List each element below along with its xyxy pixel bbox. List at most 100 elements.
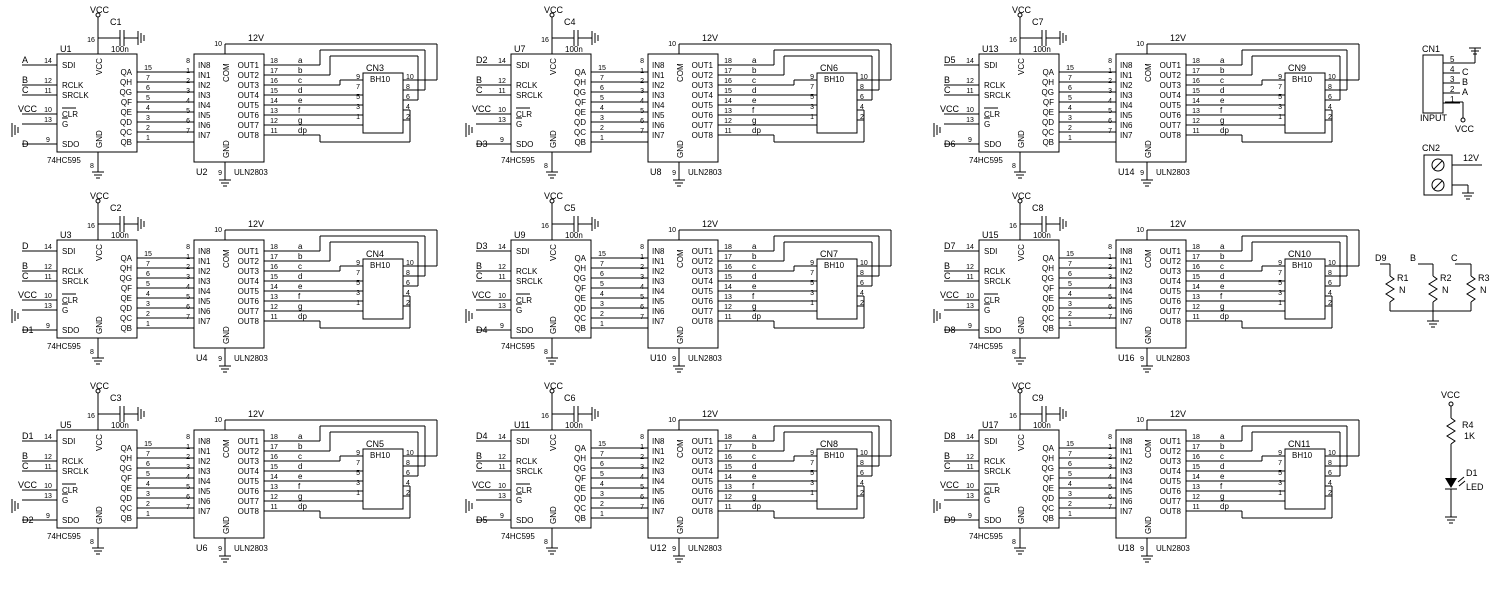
com-pin-label: COM <box>222 249 231 268</box>
ground-icon <box>219 555 231 563</box>
pin-number: 13 <box>724 484 732 491</box>
pin-label: SRCLK <box>516 277 543 286</box>
pin-number: 12 <box>498 454 506 461</box>
gnd-pin-label: GND <box>676 140 685 158</box>
ground-icon <box>1014 171 1026 179</box>
resistor-value: N <box>1399 285 1406 295</box>
pin-label: OUT1 <box>1160 247 1182 256</box>
pin-number: 17 <box>1192 444 1200 451</box>
pin-number: 4 <box>860 104 864 111</box>
gnd-pin-label: GND <box>1017 506 1026 524</box>
pin-number: 14 <box>1192 98 1200 105</box>
pin-label: IN2 <box>652 267 665 276</box>
ground-icon <box>137 31 145 45</box>
pin-number: 6 <box>600 85 604 92</box>
pin-label: IN6 <box>198 307 211 316</box>
com-pin-label: COM <box>1144 439 1153 458</box>
pin-number: 8 <box>1012 349 1016 356</box>
pin-number: 6 <box>1108 304 1112 311</box>
pin-number: 1 <box>146 135 150 142</box>
pin-number: 13 <box>966 117 974 124</box>
segment-label: b <box>298 252 303 261</box>
pin-number: 8 <box>860 270 864 277</box>
pin-number: 3 <box>186 464 190 471</box>
ground-icon <box>11 309 19 323</box>
segment-label: b <box>752 66 757 75</box>
pin-number: 8 <box>544 539 548 546</box>
segment-label: a <box>1220 432 1225 441</box>
data-out-net: D6 <box>944 139 956 149</box>
ground-icon <box>465 309 473 323</box>
shift-register-part: 74HC595 <box>47 342 81 351</box>
driver-part: ULN2803 <box>234 544 268 553</box>
pin-label: QA <box>120 444 132 453</box>
pin-label: IN6 <box>198 497 211 506</box>
pin-label: QF <box>575 284 586 293</box>
pin-number: 15 <box>270 464 278 471</box>
pin-number: 7 <box>146 75 150 82</box>
pin-label: G <box>62 496 68 505</box>
clock-net: C <box>944 85 951 95</box>
driver-part: ULN2803 <box>688 354 722 363</box>
capacitor-value: 100n <box>1033 421 1051 430</box>
pin-number: 17 <box>1192 254 1200 261</box>
pin-label: CLR <box>62 110 78 119</box>
pin-label: QB <box>574 514 586 523</box>
segment-label: b <box>1220 252 1225 261</box>
pin-label: IN5 <box>198 111 211 120</box>
pin-label: SDI <box>516 437 529 446</box>
ground-icon <box>219 179 231 187</box>
segment-label: dp <box>298 126 307 135</box>
pin-label: OUT8 <box>1160 131 1182 140</box>
driver-part: ULN2803 <box>234 168 268 177</box>
pin-label: QH <box>1042 454 1054 463</box>
pin-number: 15 <box>1192 274 1200 281</box>
ground-icon <box>465 123 473 137</box>
vcc-label: VCC <box>544 191 564 201</box>
clock-net: C <box>22 461 29 471</box>
ground-icon <box>591 217 599 231</box>
pin-number: 1 <box>600 321 604 328</box>
pin-label: IN5 <box>198 487 211 496</box>
pin-number: 2 <box>1328 114 1332 121</box>
pin-number: 12 <box>44 264 52 271</box>
connector-ref: CN3 <box>366 63 384 73</box>
pin-label: IN3 <box>652 91 665 100</box>
pin-number: 6 <box>186 118 190 125</box>
vcc-pin-label: VCC <box>95 434 104 451</box>
capacitor-value: 100n <box>565 421 583 430</box>
pin-number: 11 <box>44 88 51 95</box>
pin-number: 10 <box>966 483 974 490</box>
pin-label: QB <box>120 138 132 147</box>
pin-label: IN4 <box>198 477 211 486</box>
pin-number: 4 <box>1068 481 1072 488</box>
ground-icon <box>92 171 104 179</box>
pin-number: 2 <box>406 300 410 307</box>
capacitor-value: 100n <box>565 231 583 240</box>
pin-number: 14 <box>724 98 732 105</box>
pin-label: OUT4 <box>692 277 714 286</box>
pin-number: 7 <box>186 314 190 321</box>
pin-number: 10 <box>1328 450 1336 457</box>
pin-number: 16 <box>541 37 549 44</box>
pin-number: 4 <box>186 474 190 481</box>
pin-number: 9 <box>810 74 814 81</box>
pin-number: 5 <box>186 294 190 301</box>
pin-label: IN2 <box>198 81 211 90</box>
pin-number: 2 <box>186 264 190 271</box>
ground-icon <box>11 499 19 513</box>
led-vcc: VCC <box>1441 390 1461 400</box>
pin-number: 5 <box>1278 94 1282 101</box>
pin-number: 5 <box>600 95 604 102</box>
pin-number: 1 <box>1108 444 1112 451</box>
segment-label: d <box>752 462 756 471</box>
pin-number: 2 <box>1108 78 1112 85</box>
pin-label: QG <box>120 88 132 97</box>
pin-label: OUT8 <box>238 131 260 140</box>
pin-number: 9 <box>1140 546 1144 553</box>
pin-number: 7 <box>146 261 150 268</box>
ground-icon <box>546 171 558 179</box>
pin-label: OUT1 <box>692 61 714 70</box>
pin-number: 2 <box>406 490 410 497</box>
